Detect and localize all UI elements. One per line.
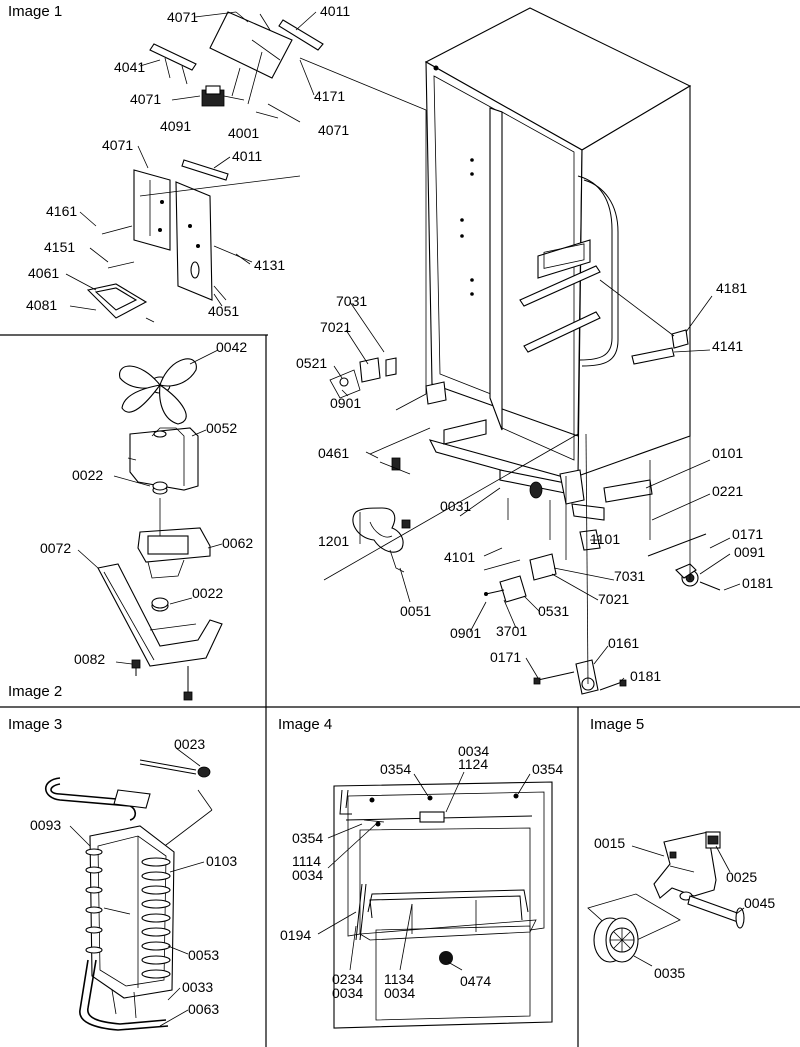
- callout-7031: 7031: [336, 293, 367, 309]
- callout-0234: 0234: [332, 971, 363, 987]
- panel-title-image2: Image 2: [8, 683, 62, 700]
- callout-0531: 0531: [538, 603, 569, 619]
- callout-0171: 0171: [490, 649, 521, 665]
- image2-artwork: [77, 349, 223, 701]
- callout-0072: 0072: [40, 540, 71, 556]
- callout-0181: 0181: [630, 668, 661, 684]
- callout-0051: 0051: [400, 603, 431, 619]
- callout-0354: 0354: [292, 830, 323, 846]
- panel-title-image4: Image 4: [278, 716, 332, 733]
- callout-4061: 4061: [28, 265, 59, 281]
- callout-0022: 0022: [192, 585, 223, 601]
- callout-4101: 4101: [444, 549, 475, 565]
- callout-0082: 0082: [74, 651, 105, 667]
- callout-7031: 7031: [614, 568, 645, 584]
- callout-4141: 4141: [712, 338, 743, 354]
- cabinet-artwork: [323, 7, 741, 695]
- callout-4171: 4171: [314, 88, 345, 104]
- panel-title-image1: Image 1: [8, 3, 62, 20]
- callout-4151: 4151: [44, 239, 75, 255]
- callout-0033: 0033: [182, 979, 213, 995]
- callout-0194: 0194: [280, 927, 311, 943]
- callout-4071: 4071: [167, 9, 198, 25]
- callout-0062: 0062: [222, 535, 253, 551]
- callout-0521: 0521: [296, 355, 327, 371]
- callout-0101: 0101: [712, 445, 743, 461]
- callout-4081: 4081: [26, 297, 57, 313]
- callout-1101: 1101: [590, 531, 620, 547]
- callout-4131: 4131: [254, 257, 285, 273]
- callout-4091: 4091: [160, 118, 191, 134]
- callout-4041: 4041: [114, 59, 145, 75]
- callout-0031: 0031: [440, 498, 471, 514]
- callout-4181: 4181: [716, 280, 747, 296]
- callout-0034: 0034: [384, 985, 415, 1001]
- callout-0103: 0103: [206, 853, 237, 869]
- callout-0901: 0901: [330, 395, 361, 411]
- panel-title-image5: Image 5: [590, 716, 644, 733]
- callout-0093: 0093: [30, 817, 61, 833]
- callout-1114: 1114: [292, 853, 321, 869]
- callout-0181: 0181: [742, 575, 773, 591]
- callout-4001: 4001: [228, 125, 259, 141]
- callout-0015: 0015: [594, 835, 625, 851]
- callout-1124: 1124: [458, 756, 488, 772]
- callout-0023: 0023: [174, 736, 205, 752]
- callout-0354: 0354: [532, 761, 563, 777]
- callout-0034: 0034: [458, 743, 489, 759]
- callout-0034: 0034: [332, 985, 363, 1001]
- image5-artwork: [587, 831, 745, 967]
- callout-3701: 3701: [496, 623, 527, 639]
- callout-7021: 7021: [598, 591, 629, 607]
- callout-0052: 0052: [206, 420, 237, 436]
- callout-0354: 0354: [380, 761, 411, 777]
- panel-title-image3: Image 3: [8, 716, 62, 733]
- callout-4071: 4071: [318, 122, 349, 138]
- callout-0042: 0042: [216, 339, 247, 355]
- callout-0063: 0063: [188, 1001, 219, 1017]
- callout-4071: 4071: [102, 137, 133, 153]
- evaporator-coils: [85, 848, 171, 979]
- callout-0221: 0221: [712, 483, 743, 499]
- callout-0022: 0022: [72, 467, 103, 483]
- callout-0091: 0091: [734, 544, 765, 560]
- image1-artwork: [65, 11, 427, 323]
- panel-dividers: [0, 334, 800, 1047]
- callout-4161: 4161: [46, 203, 77, 219]
- callout-0161: 0161: [608, 635, 639, 651]
- image3-artwork: [44, 747, 213, 1031]
- callout-0474: 0474: [460, 973, 491, 989]
- callout-0025: 0025: [726, 869, 757, 885]
- callout-4011: 4011: [320, 3, 350, 19]
- callout-0034: 0034: [292, 867, 323, 883]
- callout-4011: 4011: [232, 148, 262, 164]
- callout-4071: 4071: [130, 91, 161, 107]
- callout-4051: 4051: [208, 303, 239, 319]
- callout-0053: 0053: [188, 947, 219, 963]
- callout-0035: 0035: [654, 965, 685, 981]
- callout-0171: 0171: [732, 526, 763, 542]
- callout-1134: 1134: [384, 971, 414, 987]
- callout-1201: 1201: [318, 533, 349, 549]
- callout-7021: 7021: [320, 319, 351, 335]
- image4-artwork: [317, 771, 553, 1029]
- callout-0461: 0461: [318, 445, 349, 461]
- callout-0045: 0045: [744, 895, 775, 911]
- callout-0901: 0901: [450, 625, 481, 641]
